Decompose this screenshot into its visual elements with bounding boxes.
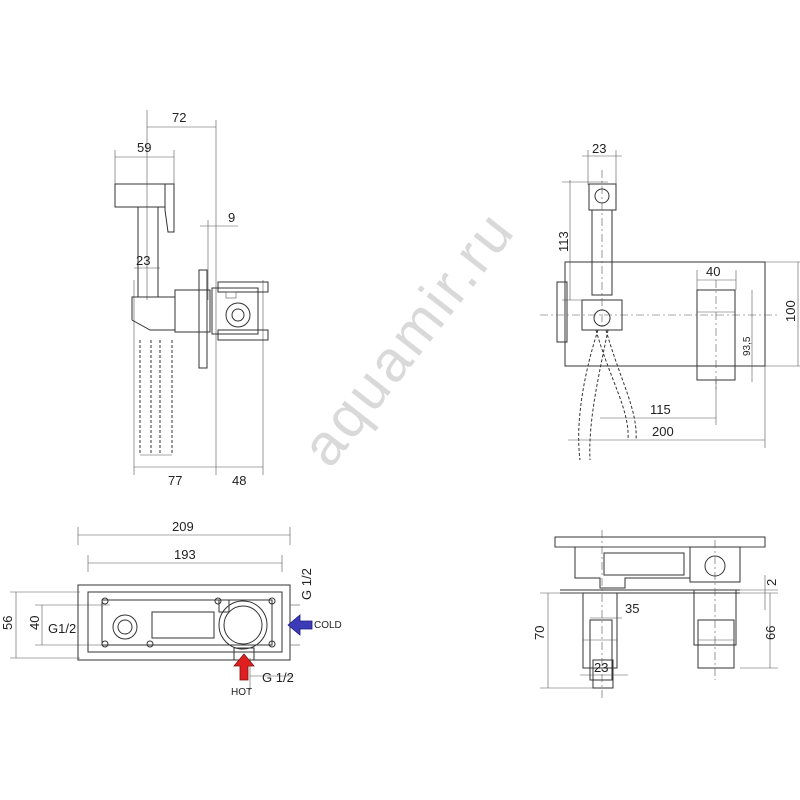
dim-113: 113 <box>556 231 571 252</box>
dim-40: 40 <box>706 264 720 279</box>
label-g-bottom: G 1/2 <box>262 670 294 685</box>
side-view: 72 59 9 23 77 48 <box>114 110 269 488</box>
dim-209: 209 <box>172 519 194 534</box>
dim-100: 100 <box>783 300 798 322</box>
hot-arrow-icon <box>233 653 255 681</box>
dim-23: 23 <box>592 141 606 156</box>
dim-23: 23 <box>136 253 150 268</box>
dim-77: 77 <box>168 473 182 488</box>
cold-arrow-icon <box>287 614 313 636</box>
body-plan-view: 209 193 56 40 G1/2 G 1/2 COLD G 1/2 HOT <box>0 519 342 698</box>
label-hot: HOT <box>231 687 252 698</box>
dim-115: 115 <box>650 402 671 417</box>
section-view: 2 35 70 66 23 <box>532 530 779 698</box>
label-g-right: G 1/2 <box>299 568 314 600</box>
dim-70: 70 <box>532 626 547 640</box>
dim-35: 35 <box>625 601 639 616</box>
label-g-left: G1/2 <box>48 621 76 636</box>
dim-200: 200 <box>652 424 674 439</box>
dim-2: 2 <box>764 579 779 586</box>
dim-193: 193 <box>174 547 196 562</box>
dim-9: 9 <box>228 210 235 225</box>
dim-48: 48 <box>232 473 246 488</box>
dim-93-5: 93,5 <box>742 336 753 356</box>
label-cold: COLD <box>314 620 342 631</box>
dim-59: 59 <box>137 140 151 155</box>
watermark: aquamir.ru <box>289 198 527 478</box>
dim-72: 72 <box>172 110 186 125</box>
front-view: 23 113 40 100 93,5 115 200 <box>540 141 800 461</box>
dim-40: 40 <box>27 616 42 630</box>
dim-66: 66 <box>763 626 778 640</box>
dim-23: 23 <box>594 660 608 675</box>
dim-56: 56 <box>0 616 15 630</box>
